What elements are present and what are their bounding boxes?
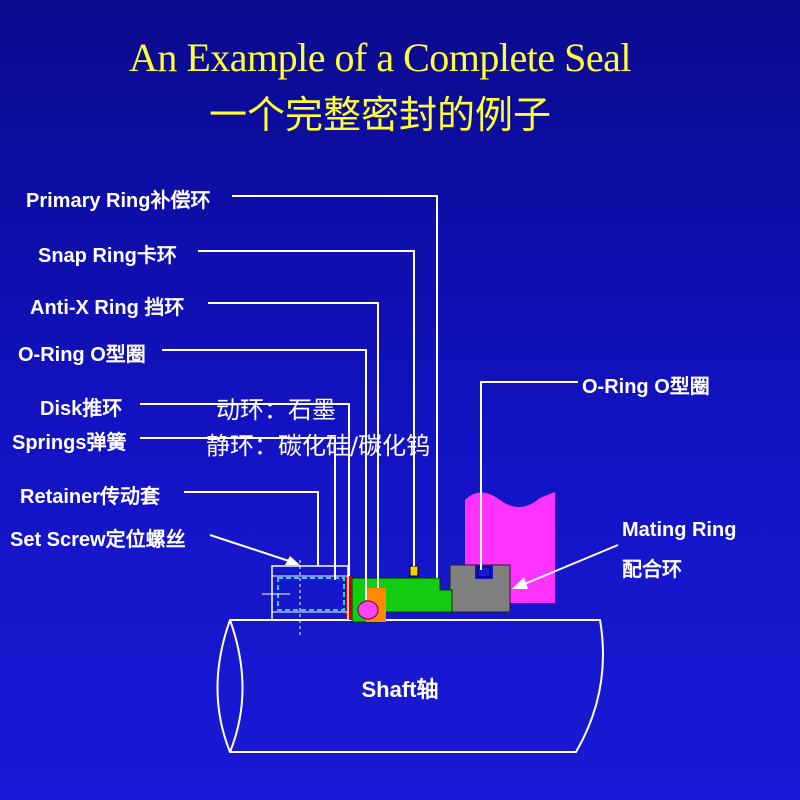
label-mating-ring-zh: 配合环 bbox=[622, 559, 682, 581]
label-springs: Springs弹簧 bbox=[12, 432, 127, 454]
label-set-screw: Set Screw定位螺丝 bbox=[10, 529, 186, 551]
retainer bbox=[271, 565, 349, 621]
leader-retainer bbox=[184, 491, 319, 566]
shaft bbox=[216, 619, 604, 753]
shaft-left-curve bbox=[229, 619, 244, 753]
label-retainer: Retainer传动套 bbox=[20, 486, 161, 508]
leader-disk bbox=[140, 403, 350, 576]
leader-o-ring-right bbox=[480, 381, 578, 570]
left-o-ring bbox=[357, 600, 379, 620]
note-rotating-ring: 动环：石墨 bbox=[216, 396, 336, 424]
label-o-ring-left: O-Ring O型圈 bbox=[18, 344, 146, 366]
label-mating-ring-en: Mating Ring bbox=[622, 519, 737, 541]
right-o-ring bbox=[477, 566, 491, 578]
title-english: An Example of a Complete Seal bbox=[128, 35, 632, 80]
leader-springs bbox=[140, 437, 336, 580]
housing bbox=[465, 492, 555, 603]
label-shaft: Shaft轴 bbox=[361, 677, 439, 702]
leader-primary-ring bbox=[232, 195, 438, 578]
label-disk: Disk推环 bbox=[40, 398, 123, 420]
note-stationary-ring: 静环：碳化硅/碳化钨 bbox=[206, 432, 431, 460]
title-chinese: 一个完整密封的例子 bbox=[208, 93, 551, 137]
leader-set-screw bbox=[209, 534, 293, 563]
arrowhead-mating-ring bbox=[512, 577, 528, 589]
label-o-ring-right: O-Ring O型圈 bbox=[582, 376, 710, 398]
leader-o-ring-left bbox=[162, 349, 367, 600]
snap-ring bbox=[409, 565, 419, 577]
leader-mating-ring bbox=[521, 544, 619, 586]
leader-anti-x-ring bbox=[208, 302, 379, 588]
leader-snap-ring bbox=[198, 250, 415, 566]
label-snap-ring: Snap Ring卡环 bbox=[38, 245, 177, 267]
label-primary-ring: Primary Ring补偿环 bbox=[26, 190, 211, 212]
disk bbox=[346, 576, 352, 620]
arrowhead-set-screw bbox=[285, 556, 300, 565]
label-anti-x-ring: Anti-X Ring 挡环 bbox=[30, 297, 185, 319]
